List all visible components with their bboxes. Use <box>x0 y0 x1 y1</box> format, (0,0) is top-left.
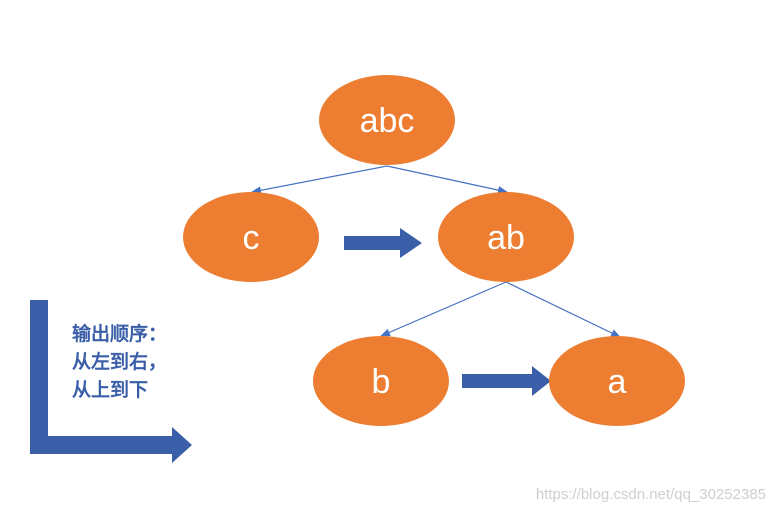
edge-ab-to-a <box>505 281 621 338</box>
reading-direction-arrow <box>30 300 192 463</box>
order-arrow-c-to-ab <box>344 228 422 258</box>
node-abc: abc <box>319 75 455 165</box>
node-c: c <box>183 192 319 282</box>
node-abc-label: abc <box>360 102 415 140</box>
caption-line-3: 从上到下 <box>72 379 149 401</box>
output-order-caption: 输出顺序： 从左到右， 从上到下 <box>72 320 212 404</box>
node-c-label: c <box>243 219 260 257</box>
node-ab: ab <box>438 192 574 282</box>
node-a-label: a <box>608 363 627 401</box>
caption-line-2: 从左到右， <box>72 351 168 373</box>
edge-abc-to-c <box>251 165 388 195</box>
caption-line-1: 输出顺序： <box>72 323 168 345</box>
edge-abc-to-ab <box>386 165 508 195</box>
watermark-url: https://blog.csdn.net/qq_30252385 <box>535 486 766 503</box>
node-b: b <box>313 336 449 426</box>
order-arrow-b-to-a <box>462 366 551 396</box>
node-ab-label: ab <box>487 219 525 257</box>
node-a: a <box>549 336 685 426</box>
edge-ab-to-b <box>380 281 507 337</box>
node-b-label: b <box>372 363 391 401</box>
